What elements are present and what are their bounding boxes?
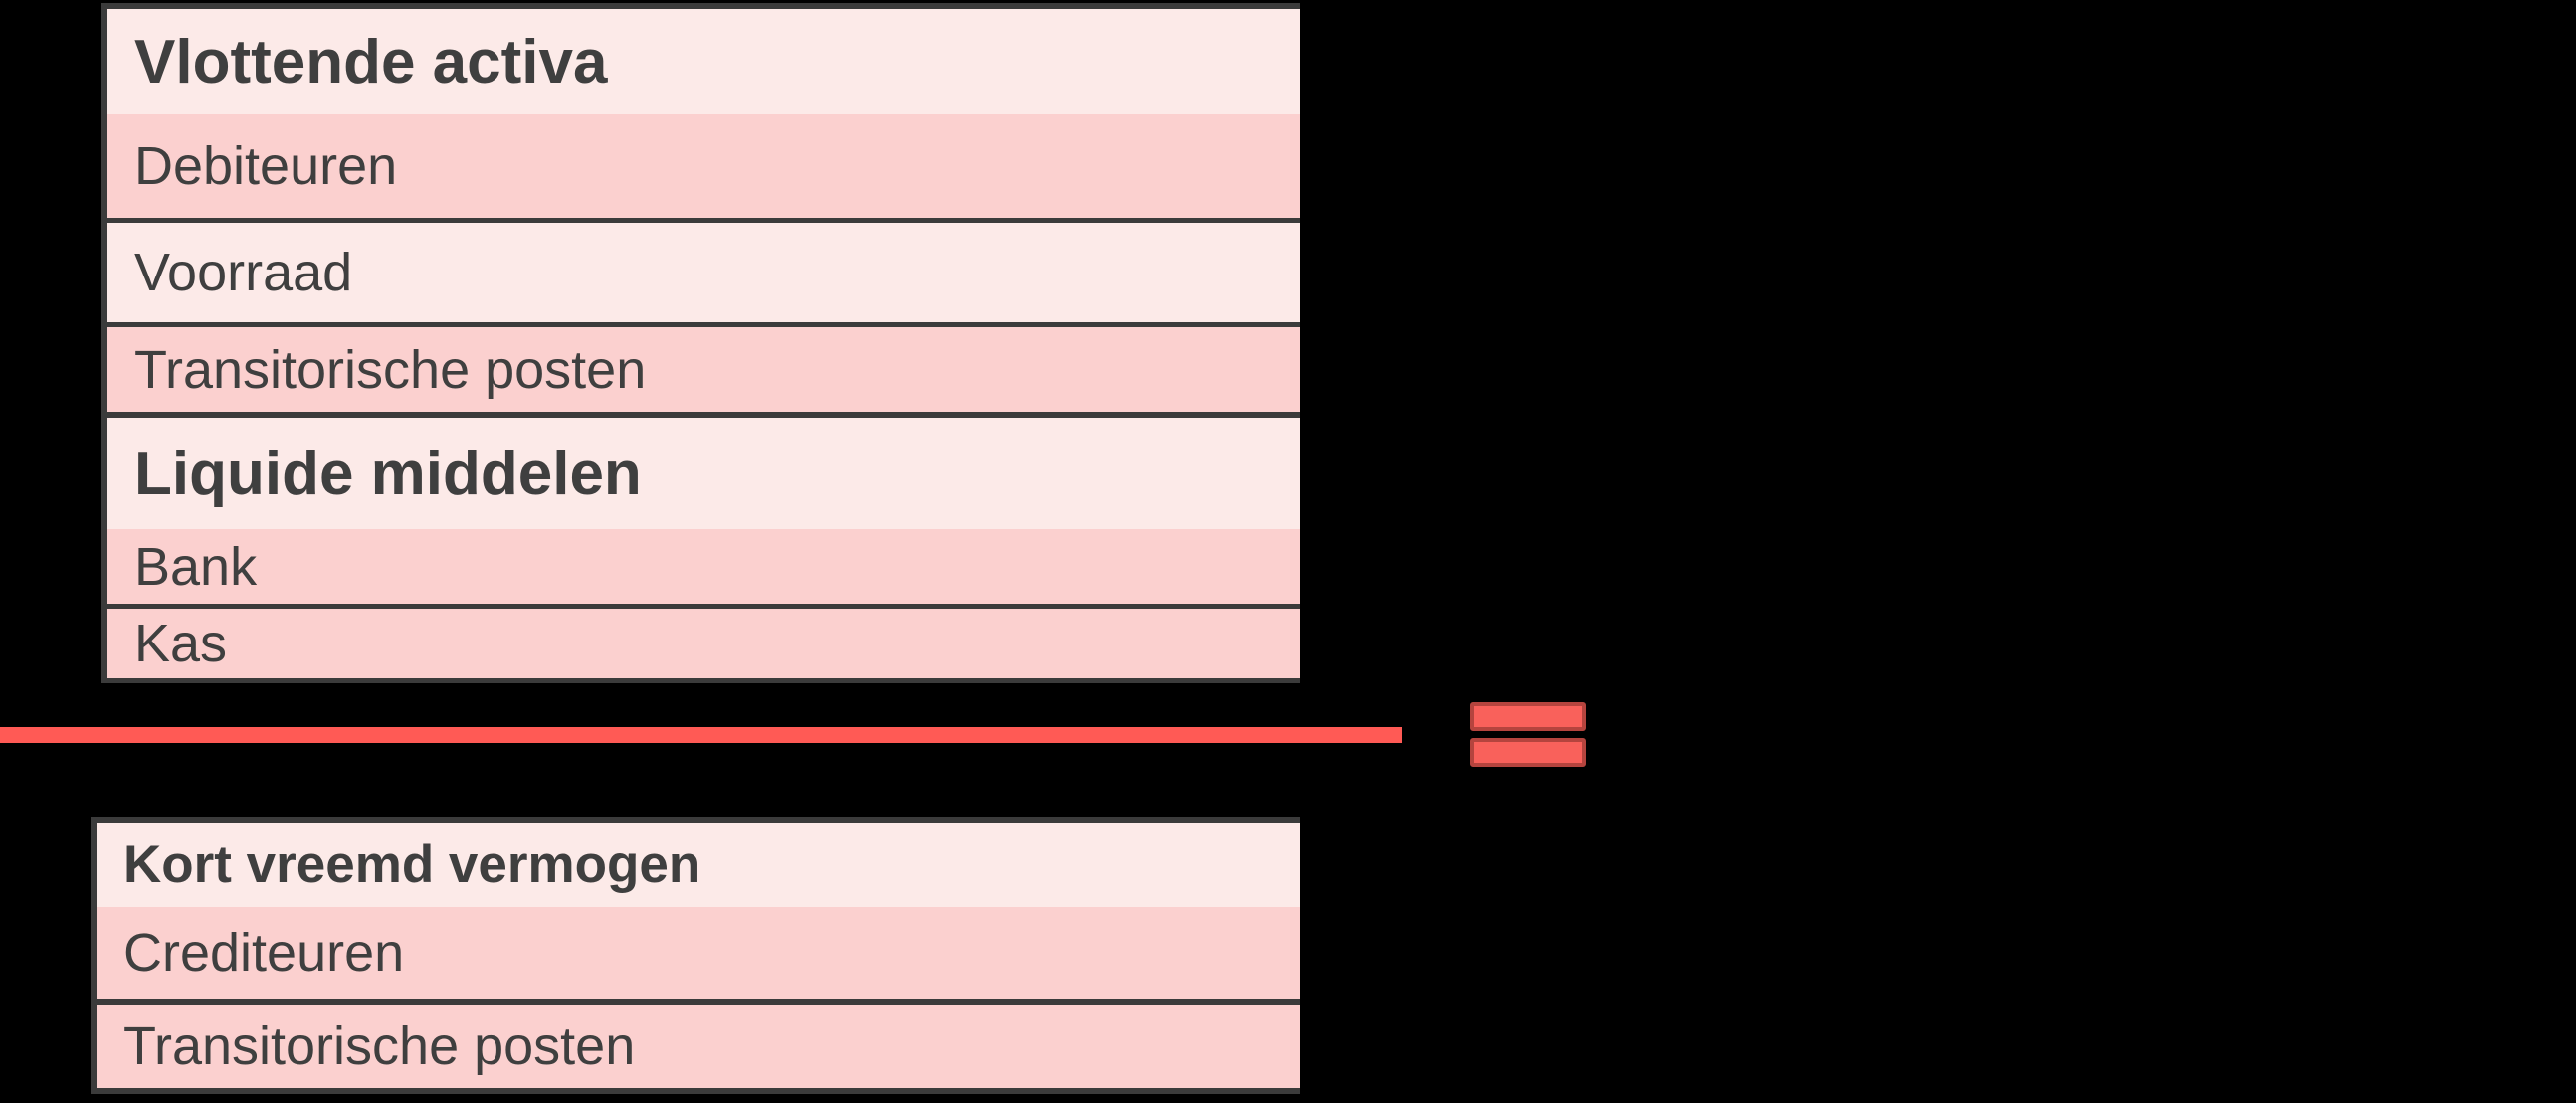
row-label: Vlottende activa xyxy=(134,27,608,96)
table-row: Transitorische posten xyxy=(97,1005,1300,1088)
row-label: Voorraad xyxy=(134,243,353,302)
row-label: Crediteuren xyxy=(123,923,405,983)
denominator-table: Kort vreemd vermogen Crediteuren Transit… xyxy=(91,817,1300,1094)
table-row: Crediteuren xyxy=(97,907,1300,1005)
table-row-header: Vlottende activa xyxy=(107,9,1300,114)
row-label: Transitorische posten xyxy=(134,339,647,400)
row-label: Debiteuren xyxy=(134,136,398,196)
row-label: Transitorische posten xyxy=(123,1016,636,1076)
table-row-header: Liquide middelen xyxy=(107,418,1300,529)
fraction-bar xyxy=(0,727,1402,743)
table-row: Debiteuren xyxy=(107,114,1300,223)
numerator-table: Vlottende activa Debiteuren Voorraad Tra… xyxy=(101,3,1300,683)
table-row: Transitorische posten xyxy=(107,327,1300,418)
equals-icon xyxy=(1470,702,1586,767)
table-row: Kas xyxy=(107,609,1300,678)
row-label: Kas xyxy=(134,614,228,673)
row-label: Bank xyxy=(134,536,258,597)
table-row-header: Kort vreemd vermogen xyxy=(97,823,1300,907)
table-row: Bank xyxy=(107,529,1300,609)
row-label: Kort vreemd vermogen xyxy=(123,835,701,894)
equals-bar-top xyxy=(1470,702,1586,731)
equals-bar-bottom xyxy=(1470,738,1586,767)
row-label: Liquide middelen xyxy=(134,439,642,508)
table-row: Voorraad xyxy=(107,223,1300,327)
